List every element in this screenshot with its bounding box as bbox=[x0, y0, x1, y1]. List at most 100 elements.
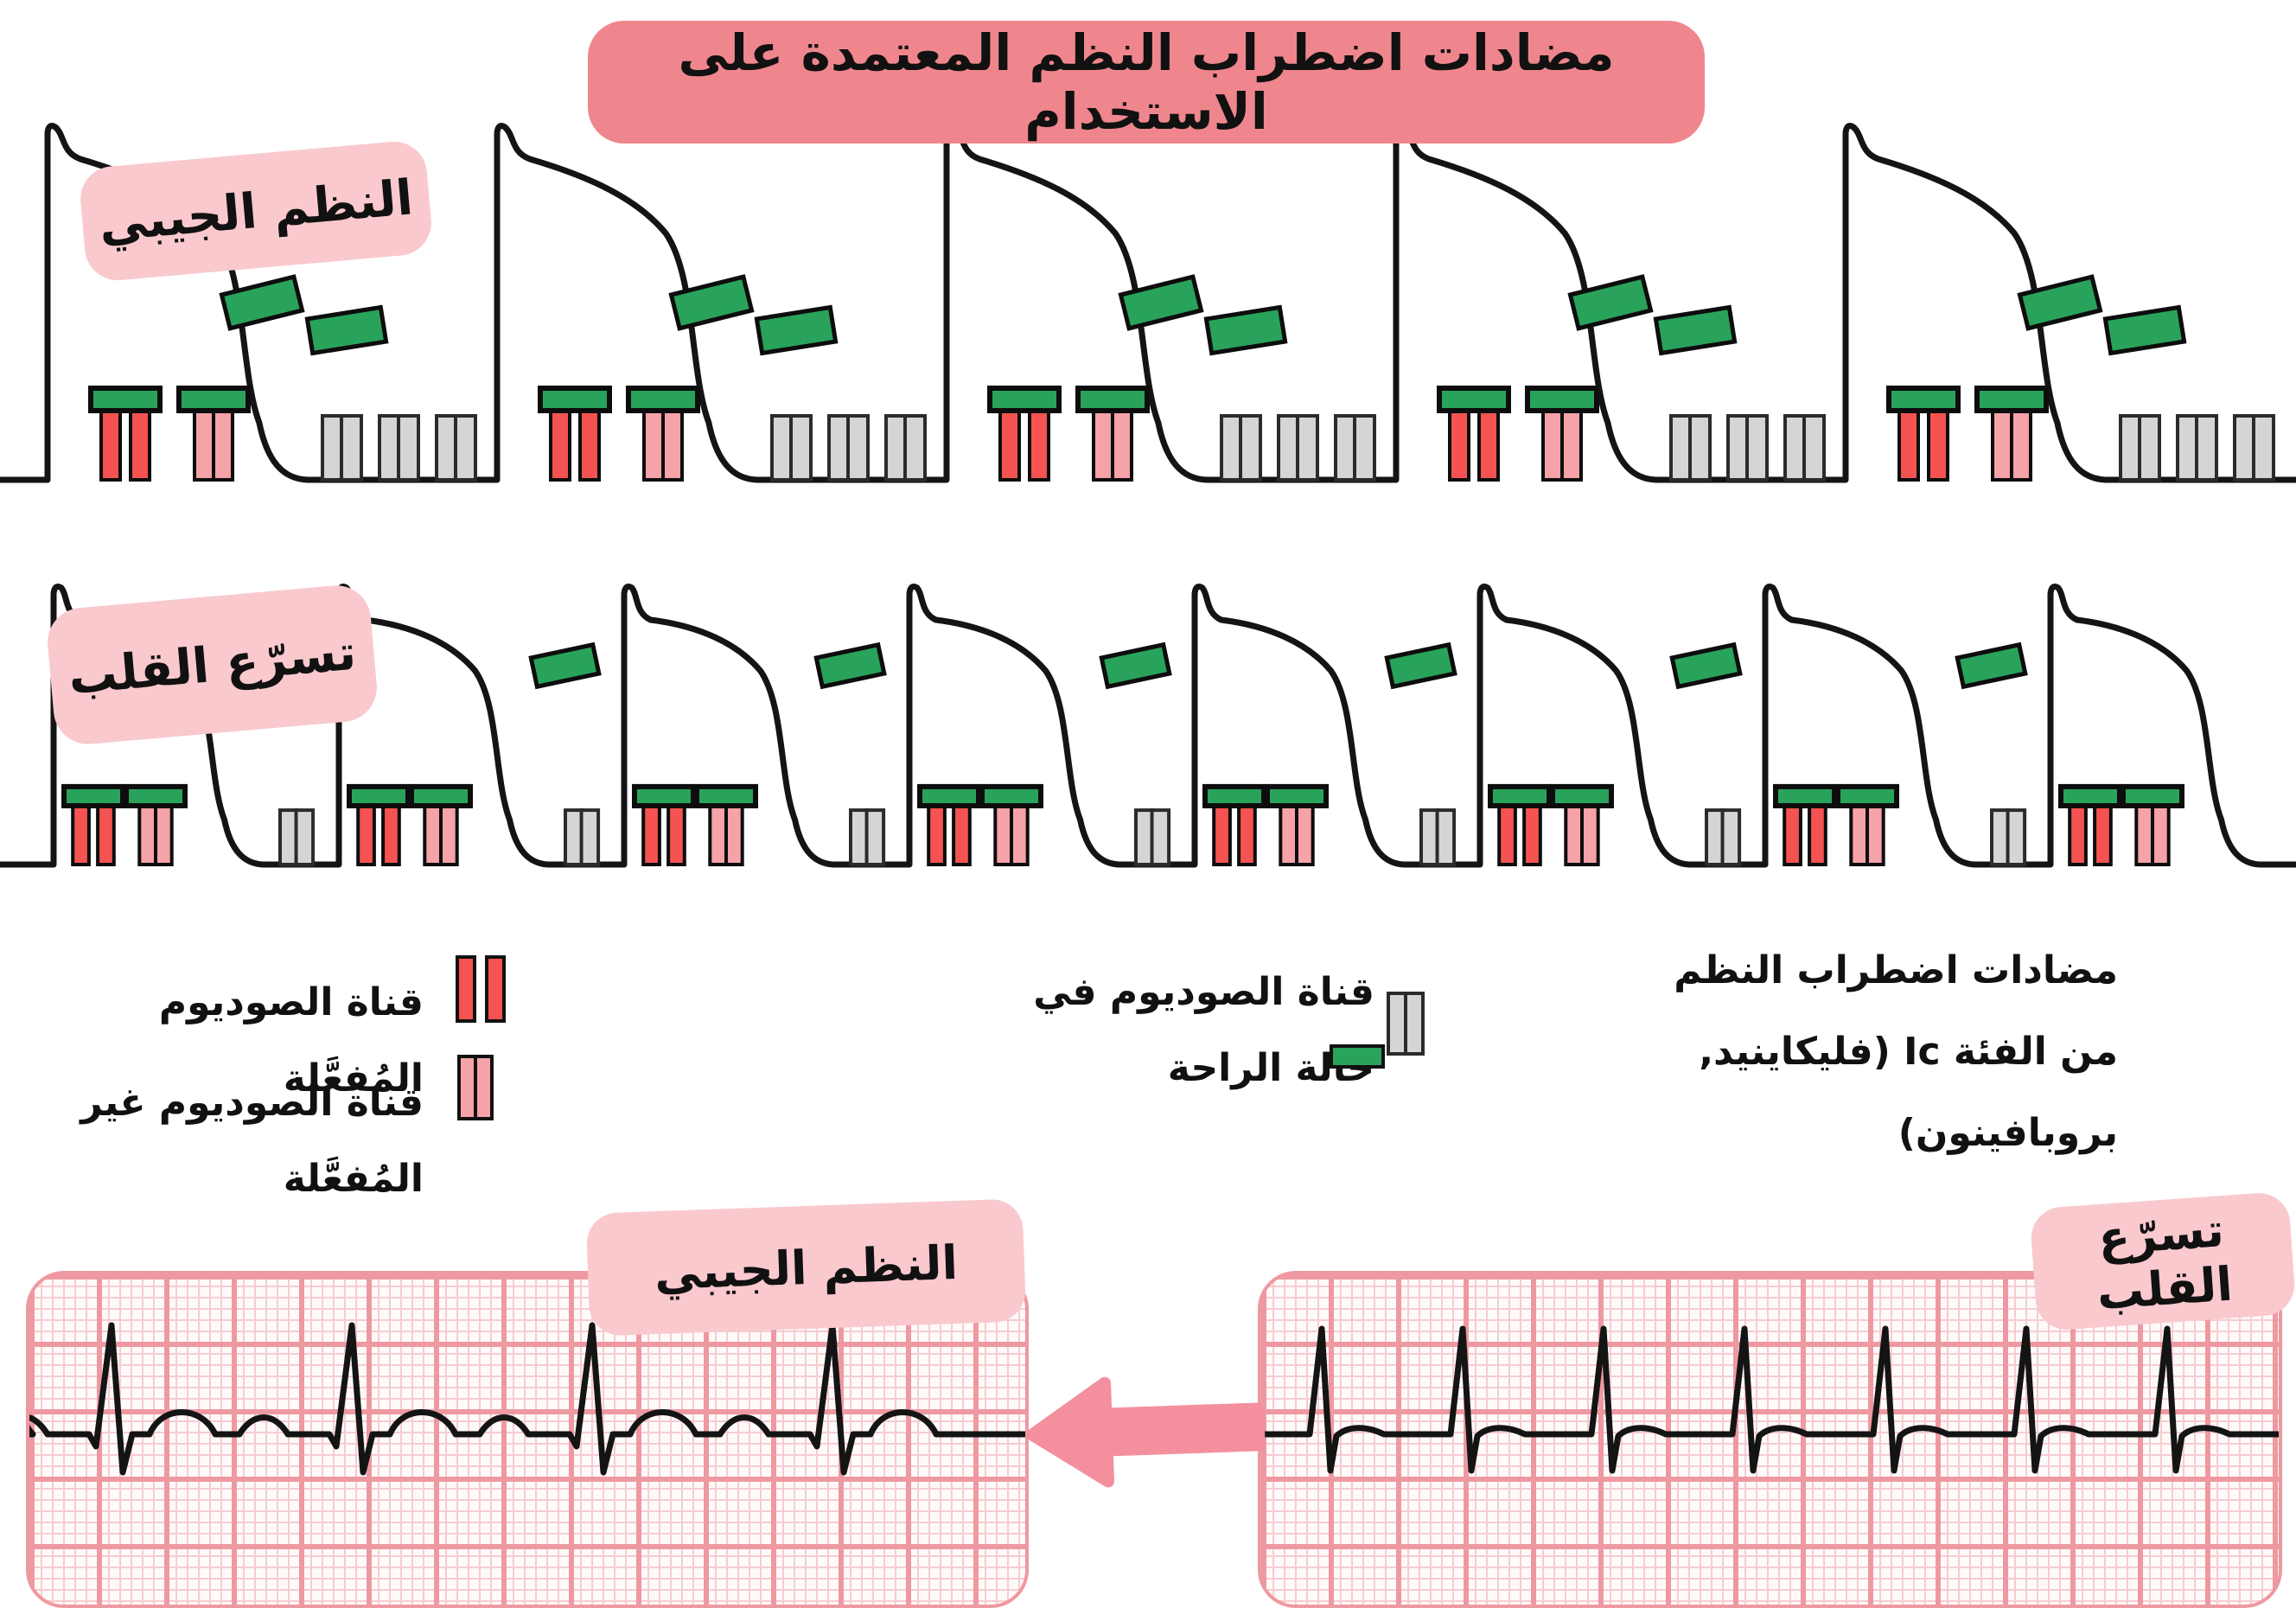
activated-sodium-channel-icon bbox=[456, 955, 506, 1023]
resting-sodium-channel bbox=[564, 808, 601, 866]
ecg-trace-tachycardia bbox=[1261, 1325, 2279, 1474]
drug-cap-blocking-channel bbox=[538, 386, 612, 413]
activated-sodium-channel bbox=[917, 783, 981, 866]
activated-sodium-channel bbox=[987, 386, 1062, 482]
drug-cap-blocking-channel bbox=[124, 783, 188, 809]
legend-label-resting-channel: قناة الصوديوم في حالة الراحة bbox=[1003, 954, 1374, 1107]
activated-sodium-channel bbox=[1437, 386, 1511, 482]
resting-sodium-channel bbox=[2233, 414, 2275, 482]
resting-sodium-channel bbox=[435, 414, 477, 482]
ecg-strip-sinus-rhythm bbox=[26, 1271, 1029, 1608]
resting-sodium-channel bbox=[770, 414, 813, 482]
ecg-label-sinus-rhythm: النظم الجيبي bbox=[585, 1198, 1027, 1337]
sinus-action-potential-trace bbox=[0, 123, 2296, 483]
class-ic-drug-molecule bbox=[1955, 641, 2028, 690]
activated-sodium-channel bbox=[2058, 783, 2122, 866]
drug-cap-blocking-channel bbox=[1835, 783, 1899, 809]
drug-cap-blocking-channel bbox=[1488, 783, 1552, 809]
drug-cap-blocking-channel bbox=[917, 783, 981, 809]
inactivated-sodium-channel bbox=[1075, 386, 1150, 482]
legend-label-class-ic-drugs: مضادات اضطراب النظم من الفئة Ic (فليكاين… bbox=[1426, 930, 2118, 1174]
activated-sodium-channel bbox=[1202, 783, 1266, 866]
class-ic-drug-molecule bbox=[813, 641, 887, 690]
drug-cap-blocking-channel bbox=[1886, 386, 1961, 413]
inactivated-sodium-channel bbox=[409, 783, 473, 866]
activated-sodium-channel bbox=[88, 386, 163, 482]
resting-sodium-channel bbox=[827, 414, 870, 482]
drug-cap-blocking-channel bbox=[1773, 783, 1837, 809]
class-ic-drug-molecule bbox=[1099, 641, 1172, 690]
class-ic-drug-molecule bbox=[2102, 304, 2187, 356]
class-ic-drug-molecule bbox=[1384, 641, 1457, 690]
resting-sodium-channel bbox=[1220, 414, 1262, 482]
class-ic-drug-molecule bbox=[1118, 274, 1204, 331]
ecg-trace-sinus bbox=[29, 1322, 1025, 1476]
ecg-label-tachycardia: تسرّع القلب bbox=[2029, 1190, 2296, 1332]
resting-sodium-channel bbox=[1705, 808, 1742, 866]
resting-sodium-channel bbox=[378, 414, 420, 482]
activated-sodium-channel bbox=[347, 783, 411, 866]
legend-line: مضادات اضطراب النظم bbox=[1674, 948, 2118, 992]
resting-sodium-channel bbox=[1419, 808, 1457, 866]
drug-cap-blocking-channel bbox=[2121, 783, 2184, 809]
class-ic-drug-molecule bbox=[219, 274, 305, 331]
class-ic-drug-molecule bbox=[754, 304, 839, 356]
class-ic-drug-molecule bbox=[1653, 304, 1738, 356]
class-ic-drug-molecule bbox=[528, 641, 602, 690]
resting-sodium-channel bbox=[1277, 414, 1319, 482]
legend-line: من الفئة Ic (فليكاينيد, bbox=[1699, 1030, 2118, 1074]
resting-sodium-channel bbox=[1669, 414, 1712, 482]
inactivated-sodium-channel bbox=[694, 783, 758, 866]
inactivated-sodium-channel-icon bbox=[457, 1055, 494, 1120]
resting-sodium-channel bbox=[1783, 414, 1826, 482]
drug-cap-blocking-channel bbox=[1075, 386, 1150, 413]
action-potential-rows-canvas bbox=[0, 123, 2296, 868]
drug-cap-blocking-channel bbox=[1437, 386, 1511, 413]
inactivated-sodium-channel bbox=[1265, 783, 1329, 866]
inactivated-sodium-channel bbox=[2121, 783, 2184, 866]
tachycardia-ecg-waveform bbox=[1261, 1325, 2279, 1474]
resting-sodium-channel bbox=[884, 414, 927, 482]
activated-sodium-channel bbox=[61, 783, 125, 866]
legend-label-inactivated-channel: قناة الصوديوم غير المُفعَّلة bbox=[80, 1081, 424, 1201]
drug-cap-blocking-channel bbox=[61, 783, 125, 809]
row-label-tachycardia: تسرّع القلب bbox=[44, 582, 380, 748]
drug-cap-blocking-channel bbox=[88, 386, 163, 413]
drug-cap-blocking-channel bbox=[626, 386, 700, 413]
channel-bar bbox=[456, 955, 476, 1023]
drug-cap-blocking-channel bbox=[987, 386, 1062, 413]
drug-cap-blocking-channel bbox=[176, 386, 251, 413]
resting-sodium-channel bbox=[1134, 808, 1171, 866]
ecg-strip-tachycardia bbox=[1258, 1271, 2282, 1608]
drug-cap-blocking-channel bbox=[347, 783, 411, 809]
inactivated-sodium-channel bbox=[626, 386, 700, 482]
drug-cap-blocking-channel bbox=[1974, 386, 2049, 413]
drug-cap-blocking-channel bbox=[1265, 783, 1329, 809]
activated-sodium-channel bbox=[1773, 783, 1837, 866]
resting-sodium-channel bbox=[1990, 808, 2027, 866]
resting-sodium-channel bbox=[278, 808, 316, 866]
channel-bar bbox=[485, 955, 506, 1023]
class-ic-drug-molecule bbox=[2017, 274, 2103, 331]
activated-sodium-channel bbox=[538, 386, 612, 482]
drug-cap-blocking-channel bbox=[1202, 783, 1266, 809]
resting-sodium-channel bbox=[849, 808, 886, 866]
resting-sodium-channel-icon bbox=[1387, 992, 1425, 1056]
channel-bar bbox=[1404, 992, 1425, 1056]
legend-label-activated-channel: قناة الصوديوم المُفعَّلة bbox=[158, 980, 424, 1101]
class-ic-drug-molecule bbox=[304, 304, 389, 356]
resting-sodium-channel bbox=[2119, 414, 2161, 482]
inactivated-sodium-channel bbox=[1835, 783, 1899, 866]
class-ic-drug-molecule bbox=[668, 274, 755, 331]
class-ic-drug-molecule bbox=[1567, 274, 1654, 331]
channel-bar bbox=[474, 1055, 494, 1120]
inactivated-sodium-channel bbox=[1550, 783, 1614, 866]
activated-sodium-channel bbox=[1886, 386, 1961, 482]
inactivated-sodium-channel bbox=[979, 783, 1043, 866]
legend-line: قناة الصوديوم في bbox=[1033, 970, 1374, 1014]
activated-sodium-channel bbox=[1488, 783, 1552, 866]
inactivated-sodium-channel bbox=[124, 783, 188, 866]
left-arrow-shape bbox=[1026, 1376, 1266, 1488]
resting-sodium-channel bbox=[1334, 414, 1376, 482]
drug-cap-blocking-channel bbox=[2058, 783, 2122, 809]
